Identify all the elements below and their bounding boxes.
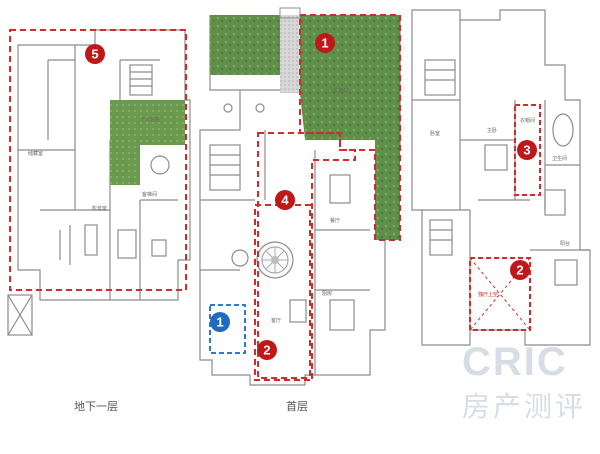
highlight-zone-blue-1 [209,304,246,354]
highlight-zone-1 [299,14,401,241]
badge-1-red-label: 1 [321,36,328,51]
room-label: 厨房 [322,290,332,297]
highlight-zone-5 [9,29,187,291]
room-label: 客厅 [271,317,281,324]
basement-sunken-garden [110,100,185,145]
room-label: 主卧 [487,127,497,134]
ground-path-tiles [280,15,300,93]
room-label: 一层庭院 [328,87,348,94]
badge-2-upper: 2 [510,260,530,280]
badge-4-label: 4 [281,193,289,208]
badge-1-blue: 1 [210,312,230,332]
rotunda [256,241,294,279]
upper-floor-plan [411,9,591,346]
badge-3: 3 [517,140,537,160]
ground-front-garden [210,15,280,75]
basement-plan [7,29,191,336]
badge-2-ground-label: 2 [263,343,270,358]
room-label: 卫生间 [552,155,567,162]
badge-2-ground: 2 [257,340,277,360]
room-labels: 储藏室 下沉庭院 客梯间 影音室 一层庭院 客厅 餐厅 厨房 主卧 衣帽间 卫生… [28,87,570,324]
basement-sunken-garden-ext [110,145,140,185]
room-label: 阳台 [560,240,570,247]
room-label: 衣帽间 [520,117,535,124]
badge-1-blue-label: 1 [216,315,223,330]
highlight-zone-2-upper [469,257,531,331]
room-label: 影音室 [92,205,107,212]
room-label: 餐厅 [330,217,340,224]
badge-1-red: 1 [315,33,335,53]
badge-2-upper-label: 2 [516,263,523,278]
room-label: 独厅上空 [478,291,498,298]
room-label: 储藏室 [28,150,43,157]
ground-floor-plan [199,15,401,386]
room-label: 客梯间 [142,191,157,198]
room-label: 卧室 [430,130,440,137]
ground-main-garden [300,15,400,240]
watermark-chinese: 房产测评 [462,391,587,422]
badge-5-label: 5 [91,47,98,62]
highlight-zone-3 [514,104,541,196]
ground-floor-caption: 首层 [286,400,308,413]
highlight-zone-4 [257,132,356,379]
highlight-zone-2-ground [254,204,311,381]
badge-5: 5 [85,44,105,64]
basement-caption: 地下一层 [74,400,118,413]
badge-4: 4 [275,190,295,210]
watermark-latin: CRIC [462,340,568,384]
room-label: 下沉庭院 [140,116,160,123]
badge-3-label: 3 [523,143,530,158]
